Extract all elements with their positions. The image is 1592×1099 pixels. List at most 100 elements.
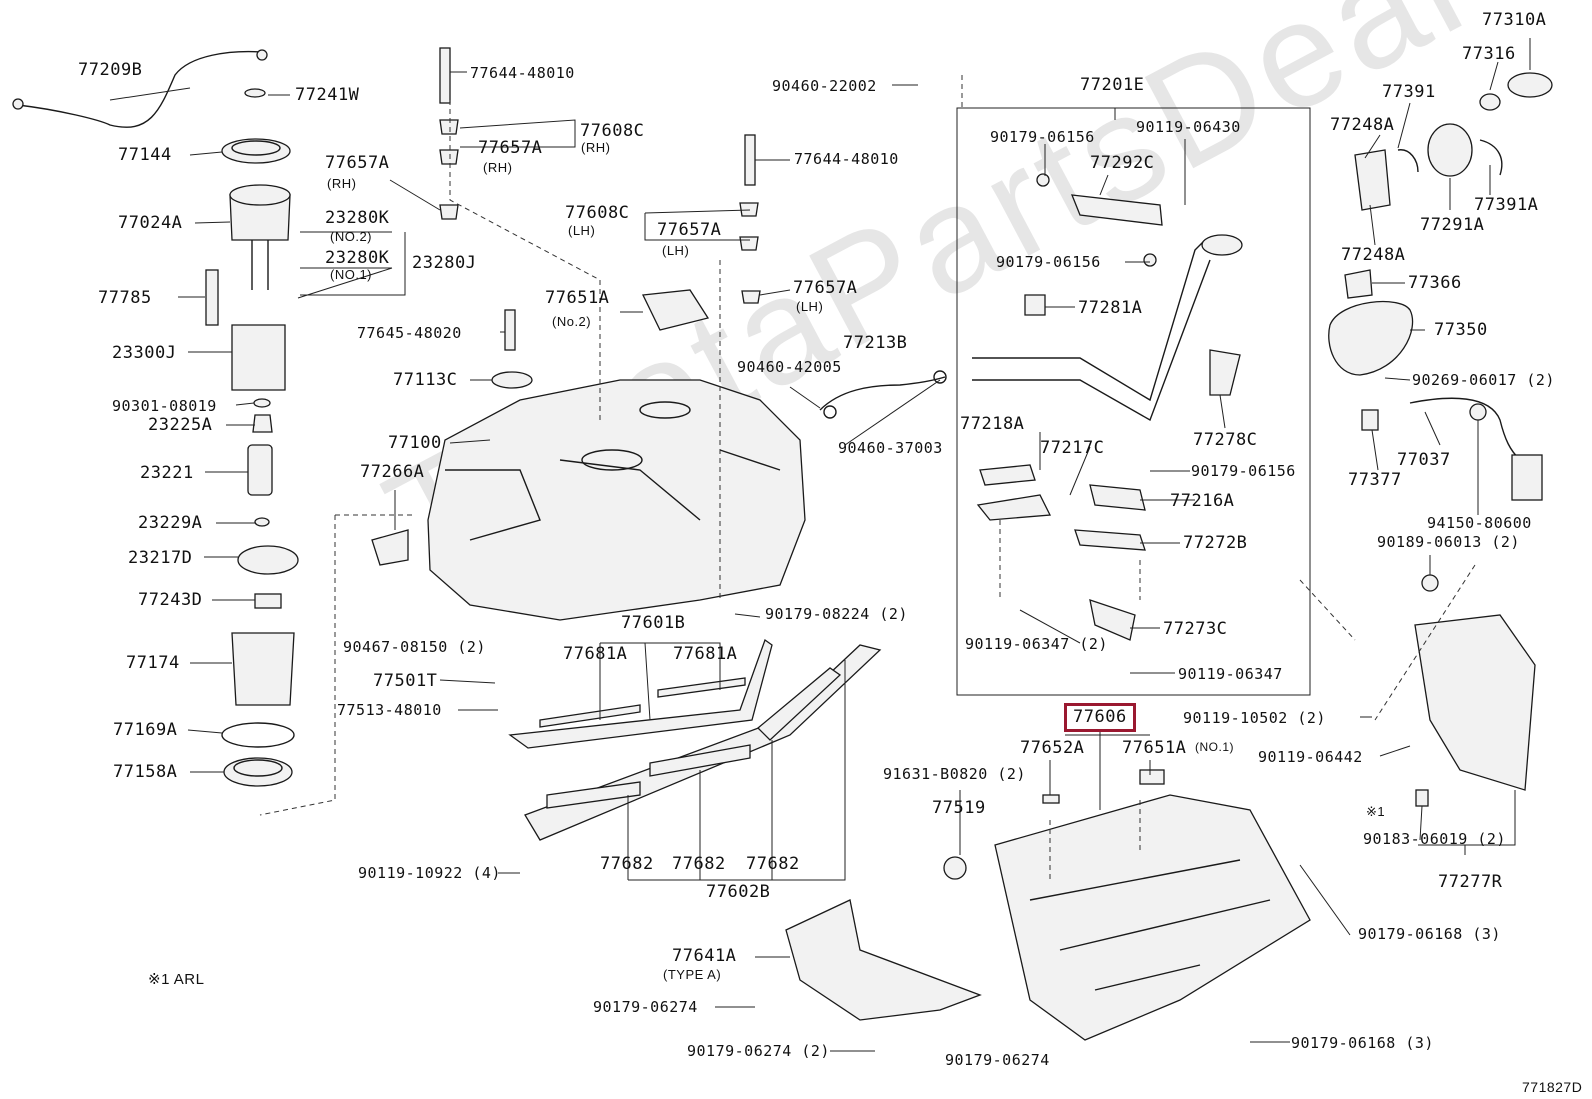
part-label-77350[interactable]: 77350: [1434, 320, 1488, 340]
part-label-77682-3[interactable]: 77682: [746, 854, 800, 874]
part-label-77366[interactable]: 77366: [1408, 273, 1462, 293]
part-label-77652A[interactable]: 77652A: [1020, 738, 1085, 758]
part-label-23221[interactable]: 23221: [140, 463, 194, 483]
part-label-77218A[interactable]: 77218A: [960, 414, 1025, 434]
part-label-77681A-1[interactable]: 77681A: [563, 644, 628, 664]
part-label-77513-48010[interactable]: 77513-48010: [337, 701, 442, 719]
part-label-77037[interactable]: 77037: [1397, 450, 1451, 470]
part-label-90460-42005[interactable]: 90460-42005: [737, 358, 842, 376]
part-label-77248A-2[interactable]: 77248A: [1341, 245, 1406, 265]
part-label-77651A-no1[interactable]: 77651A: [1122, 738, 1187, 758]
part-label-77213B[interactable]: 77213B: [843, 333, 908, 353]
part-label-90269-06017[interactable]: 90269-06017 (2): [1412, 371, 1555, 389]
part-label-77681A-2[interactable]: 77681A: [673, 644, 738, 664]
part-label-77209B[interactable]: 77209B: [78, 60, 143, 80]
part-label-90119-06347-b[interactable]: 90119-06347: [1178, 665, 1283, 683]
part-77519: [943, 856, 967, 880]
part-label-90179-06274-c[interactable]: 90179-06274: [945, 1051, 1050, 1069]
part-label-77024A[interactable]: 77024A: [118, 213, 183, 233]
part-label-90179-06274-b[interactable]: 90179-06274 (2): [687, 1042, 830, 1060]
part-label-77606-highlighted[interactable]: 77606: [1064, 703, 1136, 732]
part-label-94150-80600[interactable]: 94150-80600: [1427, 514, 1532, 532]
part-label-90179-06156-c[interactable]: 90179-06156: [1191, 462, 1296, 480]
strap-77601B: [508, 638, 773, 749]
part-label-77201E[interactable]: 77201E: [1080, 75, 1145, 95]
part-label-77273C[interactable]: 77273C: [1163, 619, 1228, 639]
part-label-23280K-no2[interactable]: 23280K: [325, 208, 390, 228]
shield-77277R: [1414, 614, 1536, 791]
part-label-77292C[interactable]: 77292C: [1090, 153, 1155, 173]
part-label-77278C[interactable]: 77278C: [1193, 430, 1258, 450]
part-label-77216A[interactable]: 77216A: [1170, 491, 1235, 511]
part-label-77144[interactable]: 77144: [118, 145, 172, 165]
part-label-77682-2[interactable]: 77682: [672, 854, 726, 874]
part-label-77657A-lh-2[interactable]: 77657A: [793, 278, 858, 298]
part-label-77266A[interactable]: 77266A: [360, 462, 425, 482]
part-label-77391A[interactable]: 77391A: [1474, 195, 1539, 215]
part-label-77644-48010-a[interactable]: 77644-48010: [470, 64, 575, 82]
part-label-77651A-no2[interactable]: 77651A: [545, 288, 610, 308]
part-label-77241W[interactable]: 77241W: [295, 85, 360, 105]
part-label-77169A[interactable]: 77169A: [113, 720, 178, 740]
part-label-77602B[interactable]: 77602B: [706, 882, 771, 902]
footnote-arl: ※1 ARL: [148, 971, 205, 988]
part-label-90301-08019[interactable]: 90301-08019: [112, 397, 217, 415]
part-label-90183-06019[interactable]: 90183-06019 (2): [1363, 830, 1506, 848]
part-label-77682-1[interactable]: 77682: [600, 854, 654, 874]
part-label-77272B[interactable]: 77272B: [1183, 533, 1248, 553]
part-label-23300J[interactable]: 23300J: [112, 343, 177, 363]
part-label-77281A[interactable]: 77281A: [1078, 298, 1143, 318]
part-label-77277R[interactable]: 77277R: [1438, 872, 1503, 892]
part-label-77158A[interactable]: 77158A: [113, 762, 178, 782]
part-label-77641A[interactable]: 77641A: [672, 946, 737, 966]
part-label-77291A[interactable]: 77291A: [1420, 215, 1485, 235]
part-label-77391[interactable]: 77391: [1382, 82, 1436, 102]
part-label-77608C-lh[interactable]: 77608C: [565, 203, 630, 223]
part-77174: [231, 632, 295, 706]
part-label-77113C[interactable]: 77113C: [393, 370, 458, 390]
part-label-77644-48010-b[interactable]: 77644-48010: [794, 150, 899, 168]
part-77266A: [371, 529, 409, 566]
part-77158A: [223, 757, 293, 787]
part-label-90179-06156-b[interactable]: 90179-06156: [996, 253, 1101, 271]
part-label-77248A-1[interactable]: 77248A: [1330, 115, 1395, 135]
part-label-77174[interactable]: 77174: [126, 653, 180, 673]
part-label-77310A[interactable]: 77310A: [1482, 10, 1547, 30]
part-label-23217D[interactable]: 23217D: [128, 548, 193, 568]
part-label-77608C-rh[interactable]: 77608C: [580, 121, 645, 141]
part-label-77316[interactable]: 77316: [1462, 44, 1516, 64]
part-label-77657A-rh-1[interactable]: 77657A: [478, 138, 543, 158]
part-label-90179-06156-a[interactable]: 90179-06156: [990, 128, 1095, 146]
part-label-77657A-lh-1[interactable]: 77657A: [657, 220, 722, 240]
part-label-91631-B0820[interactable]: 91631-B0820 (2): [883, 765, 1026, 783]
part-label-23225A[interactable]: 23225A: [148, 415, 213, 435]
part-label-90467-08150[interactable]: 90467-08150 (2): [343, 638, 486, 656]
part-label-23229A[interactable]: 23229A: [138, 513, 203, 533]
part-label-90179-06274-a[interactable]: 90179-06274: [593, 998, 698, 1016]
part-label-77645-48020[interactable]: 77645-48020: [357, 324, 462, 342]
part-label-77243D[interactable]: 77243D: [138, 590, 203, 610]
part-label-77785[interactable]: 77785: [98, 288, 152, 308]
part-label-90119-06430[interactable]: 90119-06430: [1136, 118, 1241, 136]
part-label-90179-06168-b[interactable]: 90179-06168 (3): [1291, 1034, 1434, 1052]
part-label-77657A-rh-2[interactable]: 77657A: [325, 153, 390, 173]
part-label-77501T[interactable]: 77501T: [373, 671, 438, 691]
part-label-77100[interactable]: 77100: [388, 433, 442, 453]
part-label-90179-08224[interactable]: 90179-08224 (2): [765, 605, 908, 623]
part-label-90119-10502[interactable]: 90119-10502 (2): [1183, 709, 1326, 727]
part-label-77377[interactable]: 77377: [1348, 470, 1402, 490]
part-label-90119-06347-a[interactable]: 90119-06347 (2): [965, 635, 1108, 653]
part-label-90119-06442[interactable]: 90119-06442: [1258, 748, 1363, 766]
part-label-90189-06013[interactable]: 90189-06013 (2): [1377, 533, 1520, 551]
part-label-90460-22002[interactable]: 90460-22002: [772, 77, 877, 95]
part-label-90460-37003[interactable]: 90460-37003: [838, 439, 943, 457]
part-label-23280K-no1[interactable]: 23280K: [325, 248, 390, 268]
part-label-90119-10922[interactable]: 90119-10922 (4): [358, 864, 501, 882]
part-label-23280J[interactable]: 23280J: [412, 253, 477, 273]
part-label-77217C[interactable]: 77217C: [1040, 438, 1105, 458]
part-label-77601B[interactable]: 77601B: [621, 613, 686, 633]
note-lh-3: (LH): [796, 299, 824, 314]
part-label-77519[interactable]: 77519: [932, 798, 986, 818]
part-label-90179-06168-a[interactable]: 90179-06168 (3): [1358, 925, 1501, 943]
